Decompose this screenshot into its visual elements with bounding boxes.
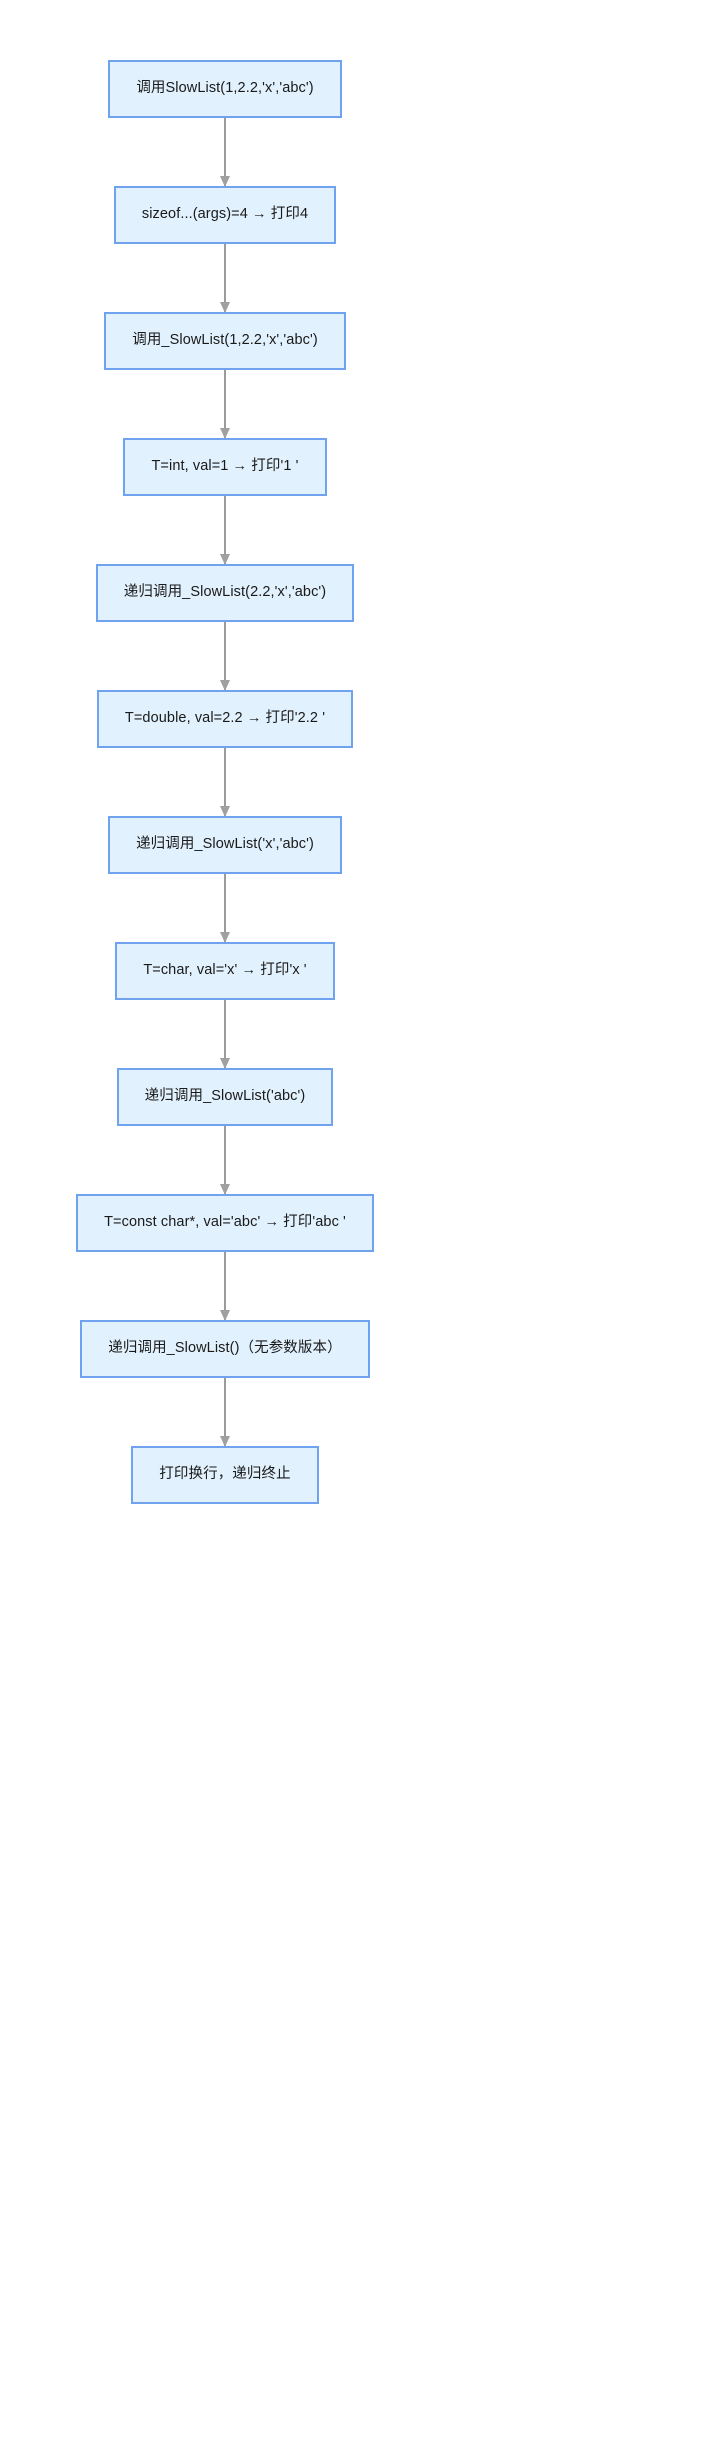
flow-node-label: T=int, val=1 → 打印'1 ' xyxy=(151,458,299,475)
flow-arrow-n8-n9 xyxy=(218,1000,232,1069)
arrow-head-icon xyxy=(219,302,230,313)
flow-arrow-n11-n12 xyxy=(218,1378,232,1447)
flow-arrow-n9-n10 xyxy=(218,1126,232,1195)
flow-node-call-slowlist[interactable]: 调用SlowList(1,2.2,'x','abc') xyxy=(108,60,342,118)
flow-arrow-n7-n8 xyxy=(218,874,232,943)
flow-node-label: 调用_SlowList(1,2.2,'x','abc') xyxy=(132,332,318,349)
arrow-line xyxy=(224,1378,226,1446)
flow-node-type-char[interactable]: T=char, val='x' → 打印'x ' xyxy=(115,942,335,1000)
flow-node-call-underscore-slowlist[interactable]: 调用_SlowList(1,2.2,'x','abc') xyxy=(104,312,346,370)
flow-node-label: sizeof...(args)=4 → 打印4 xyxy=(141,206,309,223)
flow-node-label: T=double, val=2.2 → 打印'2.2 ' xyxy=(124,710,326,727)
arrow-head-icon xyxy=(219,1436,230,1447)
arrow-line xyxy=(224,748,226,816)
flow-node-label: 递归调用_SlowList('x','abc') xyxy=(136,836,314,853)
flow-node-type-const-char-ptr[interactable]: T=const char*, val='abc' → 打印'abc ' xyxy=(76,1194,374,1252)
arrow-head-icon xyxy=(219,428,230,439)
arrow-head-icon xyxy=(219,554,230,565)
flow-node-label: 递归调用_SlowList(2.2,'x','abc') xyxy=(123,584,327,601)
flow-arrow-n5-n6 xyxy=(218,622,232,691)
arrow-line xyxy=(224,244,226,312)
arrow-line xyxy=(224,1000,226,1068)
flow-arrow-n3-n4 xyxy=(218,370,232,439)
flow-arrow-n1-n2 xyxy=(218,118,232,187)
arrow-line xyxy=(224,118,226,186)
flow-node-sizeof-args[interactable]: sizeof...(args)=4 → 打印4 xyxy=(113,186,337,244)
flow-node-label: T=char, val='x' → 打印'x ' xyxy=(143,962,307,979)
arrow-head-icon xyxy=(219,932,230,943)
flow-node-recurse-str[interactable]: 递归调用_SlowList('abc') xyxy=(116,1068,334,1126)
arrow-head-icon xyxy=(219,1058,230,1069)
flow-arrow-n10-n11 xyxy=(218,1252,232,1321)
arrow-head-icon xyxy=(219,680,230,691)
arrow-line xyxy=(224,874,226,942)
flow-node-label: 递归调用_SlowList()（无参数版本） xyxy=(108,1340,342,1357)
arrow-head-icon xyxy=(219,1310,230,1321)
flow-node-label: 打印换行，递归终止 xyxy=(159,1466,291,1483)
flow-node-recurse-double-char-str[interactable]: 递归调用_SlowList(2.2,'x','abc') xyxy=(95,564,355,622)
arrow-head-icon xyxy=(219,176,230,187)
flowchart-node-chain: 调用SlowList(1,2.2,'x','abc') sizeof...(ar… xyxy=(0,60,450,1504)
flow-node-print-newline-terminate[interactable]: 打印换行，递归终止 xyxy=(131,1446,319,1504)
flow-node-recurse-char-str[interactable]: 递归调用_SlowList('x','abc') xyxy=(108,816,342,874)
arrow-line xyxy=(224,1252,226,1320)
flow-node-type-double[interactable]: T=double, val=2.2 → 打印'2.2 ' xyxy=(96,690,354,748)
flow-node-label: 调用SlowList(1,2.2,'x','abc') xyxy=(136,80,314,97)
arrow-line xyxy=(224,496,226,564)
arrow-head-icon xyxy=(219,1184,230,1195)
flow-node-type-int[interactable]: T=int, val=1 → 打印'1 ' xyxy=(123,438,327,496)
flow-arrow-n6-n7 xyxy=(218,748,232,817)
flow-arrow-n2-n3 xyxy=(218,244,232,313)
flow-node-recurse-no-args[interactable]: 递归调用_SlowList()（无参数版本） xyxy=(80,1320,370,1378)
flow-node-label: T=const char*, val='abc' → 打印'abc ' xyxy=(104,1214,346,1231)
flow-arrow-n4-n5 xyxy=(218,496,232,565)
arrow-line xyxy=(224,622,226,690)
flow-node-label: 递归调用_SlowList('abc') xyxy=(144,1088,306,1105)
arrow-line xyxy=(224,370,226,438)
arrow-head-icon xyxy=(219,806,230,817)
arrow-line xyxy=(224,1126,226,1194)
